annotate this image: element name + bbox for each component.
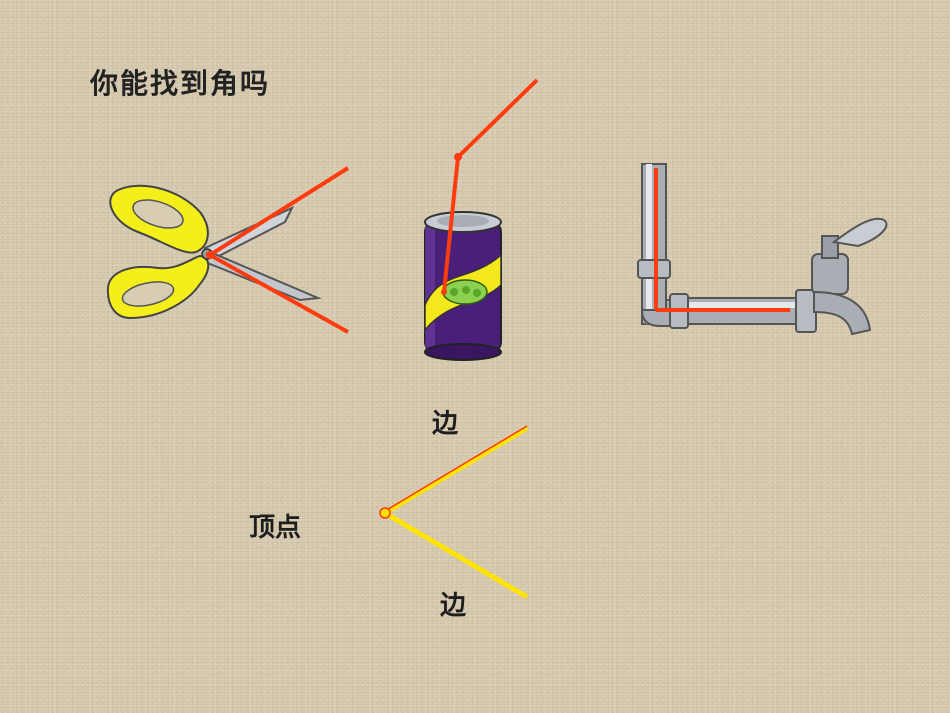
angle-edge-upper: [383, 425, 529, 516]
edge-label-top: 边: [432, 409, 459, 439]
slide-title: 你能找到角吗: [90, 67, 271, 100]
angle-edge-lower: [383, 510, 529, 600]
angle-diagram: [379, 425, 529, 600]
soda-can-image: [424, 78, 539, 361]
angle-vertex: [379, 507, 391, 519]
scissors-image: [106, 166, 350, 334]
edge-label-bottom: 边: [440, 591, 467, 621]
faucet-image: [637, 163, 888, 336]
vertex-label: 顶点: [249, 513, 302, 543]
